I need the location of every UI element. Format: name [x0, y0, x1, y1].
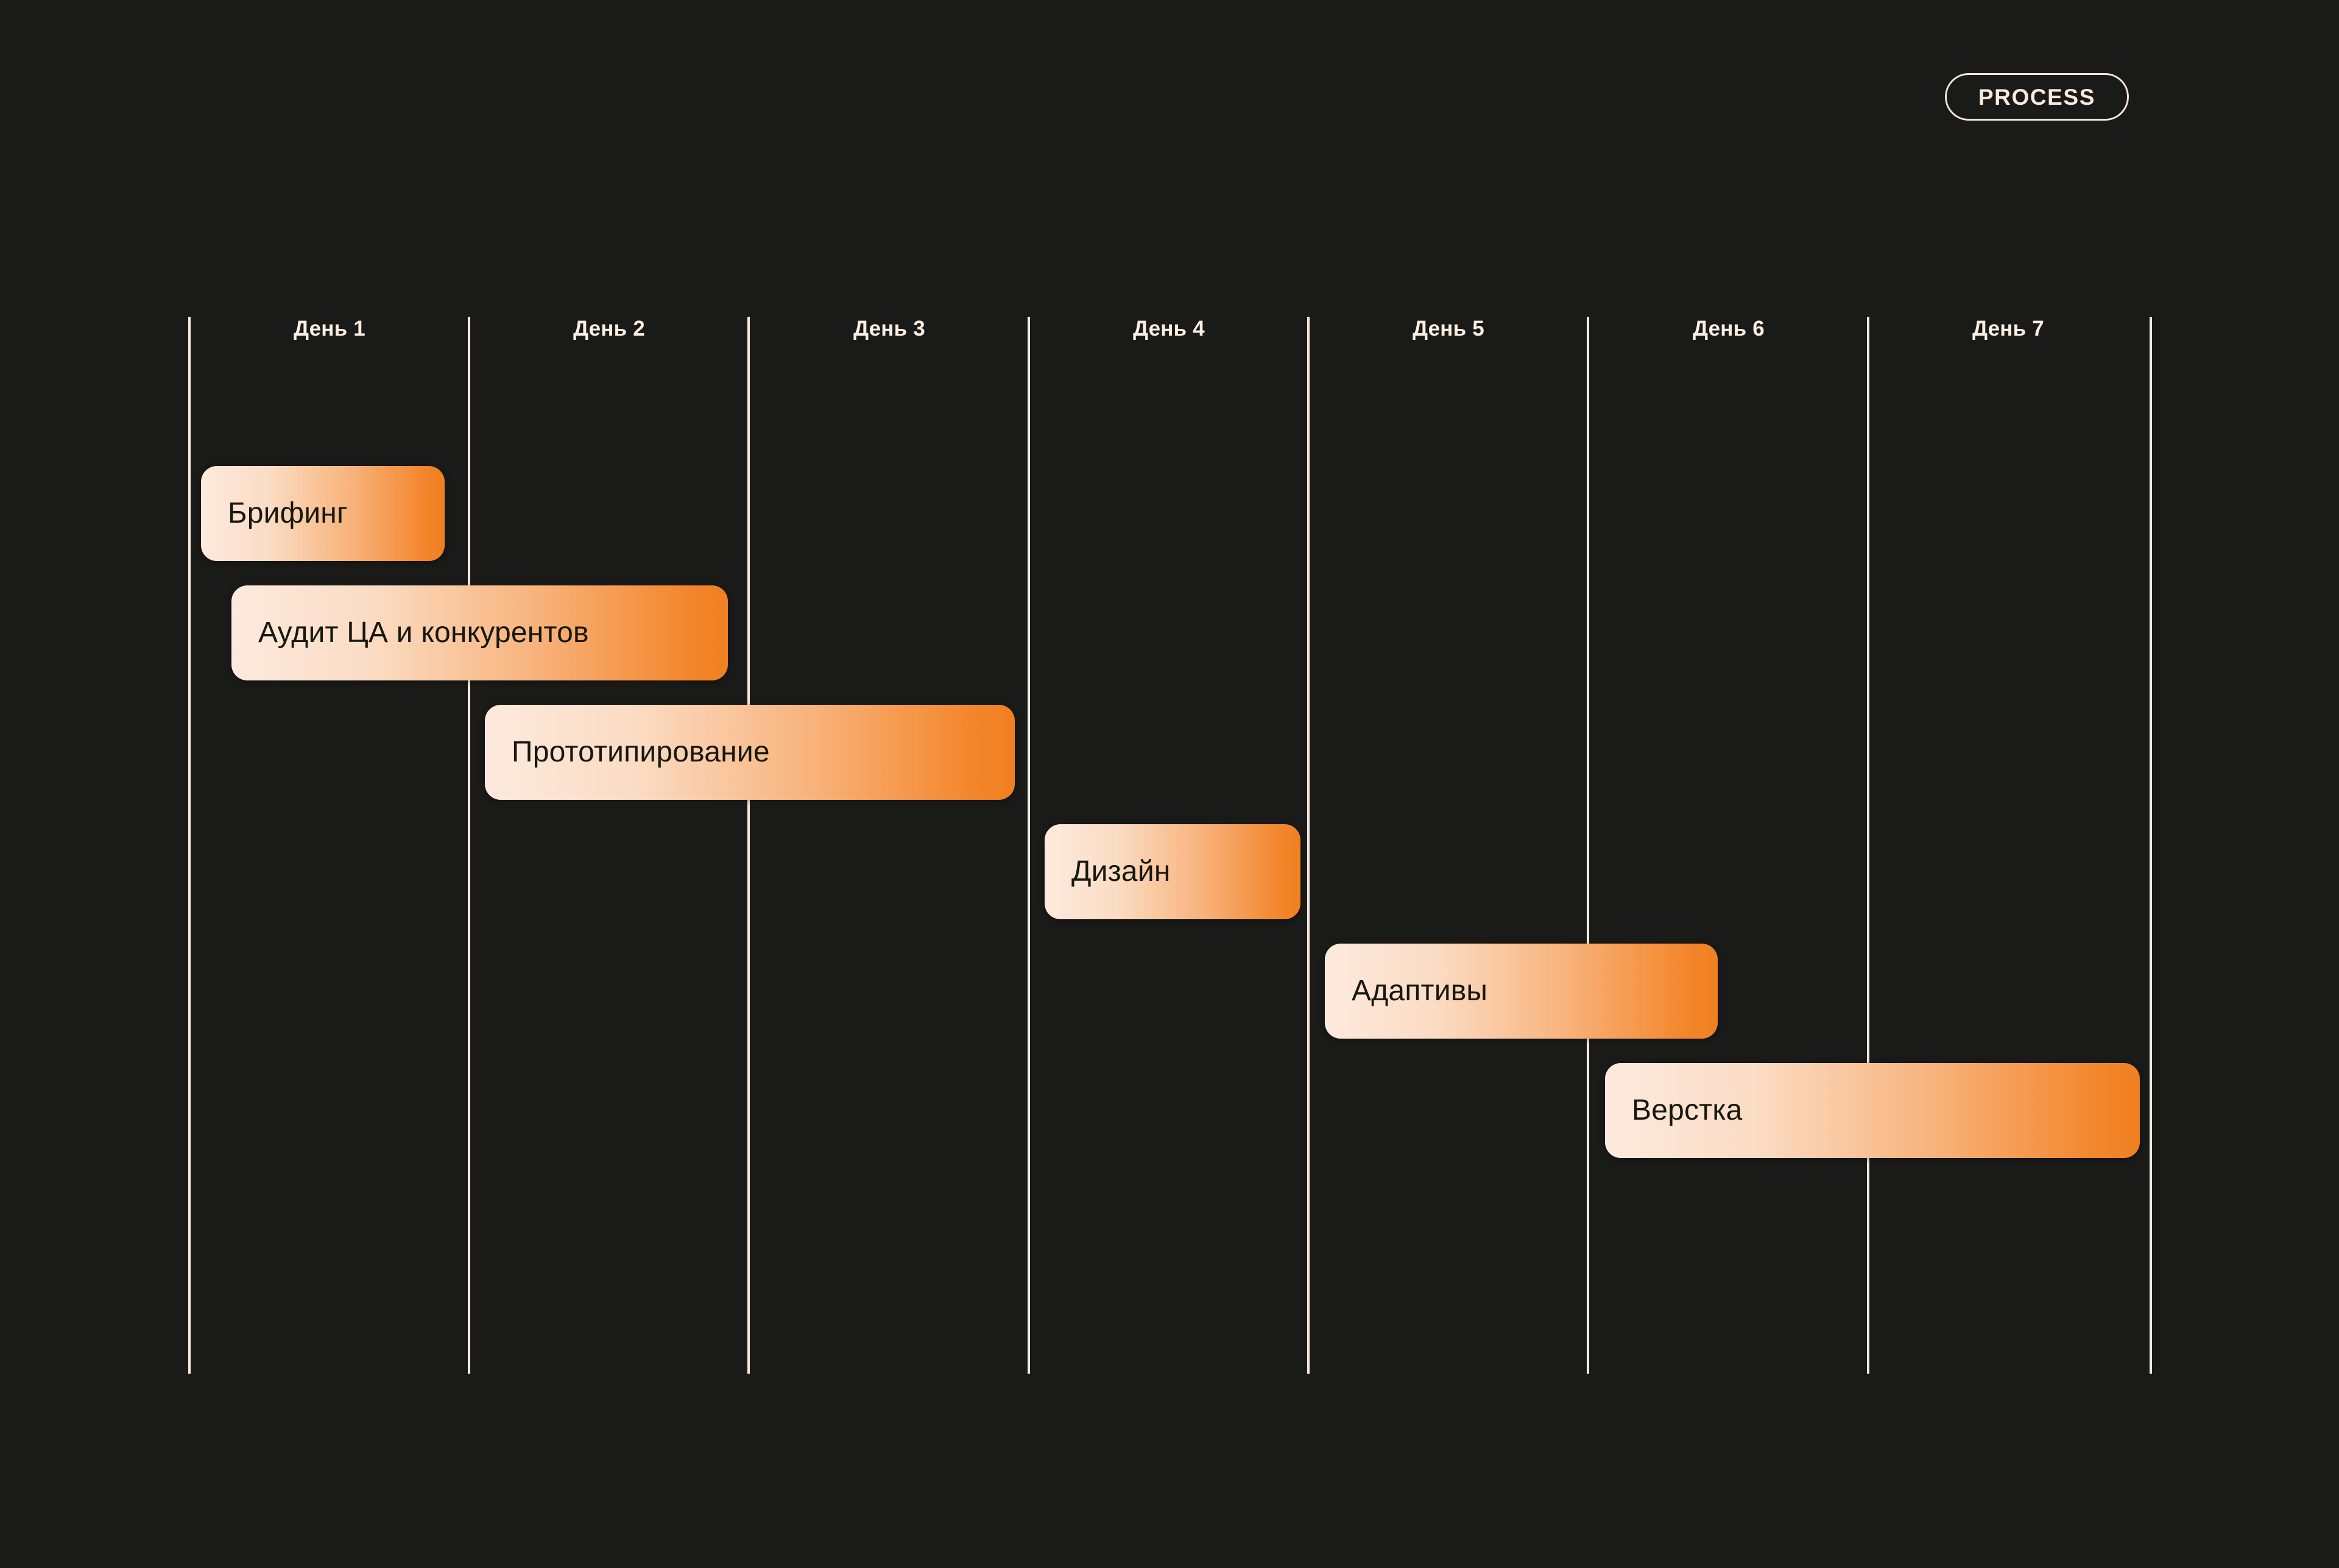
day-label-3: День 3	[853, 317, 925, 341]
gantt-bar-label: Аудит ЦА и конкурентов	[258, 616, 589, 649]
day-label-7: День 7	[1972, 317, 2044, 341]
day-label-2: День 2	[573, 317, 645, 341]
gantt-bar-label: Верстка	[1632, 1094, 1743, 1126]
day-label-6: День 6	[1693, 317, 1765, 341]
gridline-2	[747, 317, 750, 1374]
gantt-bar-adaptive[interactable]: Адаптивы	[1325, 944, 1718, 1039]
gantt-bar-audit[interactable]: Аудит ЦА и конкурентов	[231, 585, 728, 680]
gridline-0	[188, 317, 191, 1374]
gantt-bar-label: Брифинг	[228, 497, 348, 529]
gantt-bar-markup[interactable]: Верстка	[1605, 1063, 2140, 1158]
gridline-5	[1587, 317, 1589, 1374]
day-label-5: День 5	[1413, 317, 1484, 341]
process-badge-container: PROCESS	[1944, 73, 2129, 121]
gridline-3	[1028, 317, 1030, 1374]
day-label-4: День 4	[1133, 317, 1205, 341]
gantt-bar-design[interactable]: Дизайн	[1045, 824, 1300, 919]
gridline-7	[2150, 317, 2152, 1374]
gridline-4	[1307, 317, 1310, 1374]
gridline-1	[468, 317, 470, 1374]
gantt-bar-prototyping[interactable]: Прототипирование	[485, 705, 1015, 800]
gantt-bar-briefing[interactable]: Брифинг	[201, 466, 445, 561]
gridline-6	[1867, 317, 1869, 1374]
day-label-1: День 1	[294, 317, 365, 341]
gantt-bar-label: Прототипирование	[512, 736, 770, 768]
gantt-bar-label: Адаптивы	[1352, 975, 1488, 1007]
gantt-bar-label: Дизайн	[1071, 855, 1171, 888]
process-badge[interactable]: PROCESS	[1944, 73, 2129, 121]
